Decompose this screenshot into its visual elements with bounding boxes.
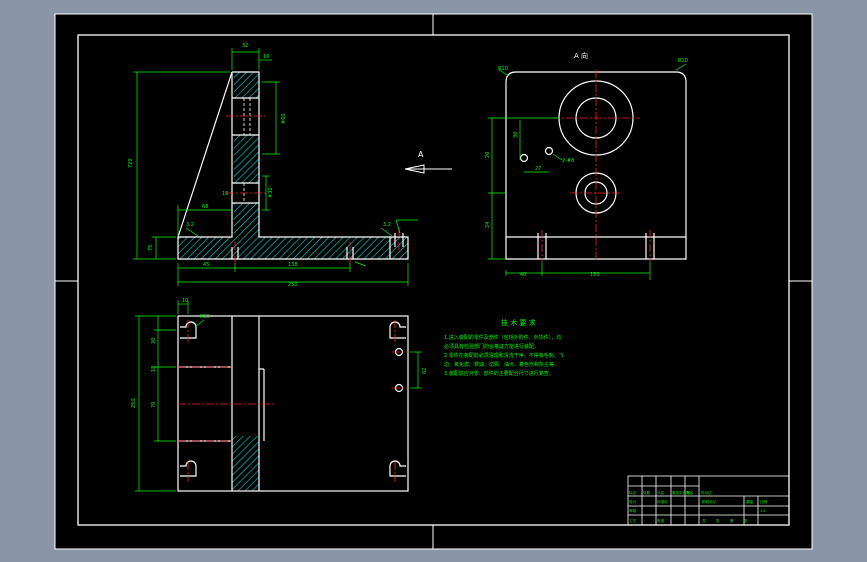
svg-text:720: 720	[128, 158, 134, 168]
svg-text:张: 张	[744, 518, 748, 523]
svg-text:第: 第	[730, 518, 734, 523]
svg-text:10: 10	[263, 54, 269, 60]
svg-text:32: 32	[242, 43, 248, 49]
svg-text:#30: #30	[268, 187, 274, 198]
title-block: 标记 处数 分区 更改文件号 签名 年月日 设计 标准化 阶段标记 重量 比例 …	[627, 475, 790, 526]
svg-text:R10: R10	[678, 58, 688, 64]
svg-text:R10: R10	[200, 314, 210, 320]
svg-text:阶段标记: 阶段标记	[702, 499, 717, 504]
svg-text:A: A	[418, 150, 424, 159]
svg-text:18: 18	[151, 366, 157, 372]
svg-text:年月日: 年月日	[701, 490, 712, 495]
svg-text:批准: 批准	[657, 518, 665, 523]
front-view-dimension-text: 32 10 720 68 75 45 138 250 #60 #30 16 3.…	[128, 43, 391, 288]
svg-text:标记: 标记	[629, 490, 637, 495]
svg-text:审核: 审核	[629, 508, 637, 513]
svg-text:共: 共	[702, 518, 706, 523]
svg-text:A 向: A 向	[574, 51, 588, 60]
svg-text:#60: #60	[281, 113, 287, 124]
svg-text:24: 24	[485, 222, 491, 228]
svg-text:150: 150	[590, 272, 600, 278]
svg-text:工艺: 工艺	[629, 518, 637, 523]
svg-text:70: 70	[151, 402, 157, 408]
svg-text:设计: 设计	[629, 499, 637, 504]
svg-text:边、氧化皮、锈蚀、切屑、油污、着色剂和灰尘等。: 边、氧化皮、锈蚀、切屑、油污、着色剂和灰尘等。	[444, 361, 559, 368]
svg-text:比例: 比例	[760, 499, 768, 504]
svg-text:签名: 签名	[686, 490, 694, 495]
svg-text:更改文件号: 更改文件号	[672, 490, 690, 495]
svg-text:40: 40	[520, 272, 526, 278]
front-view	[177, 71, 409, 264]
svg-text:250: 250	[288, 282, 298, 288]
front-view-dimensions	[133, 48, 418, 286]
svg-text:2.零件在装配前必须清理和清洗干净，不得有毛刺、飞: 2.零件在装配前必须清理和清洗干净，不得有毛刺、飞	[444, 352, 564, 359]
svg-text:10: 10	[182, 298, 188, 304]
svg-text:2-#8: 2-#8	[562, 158, 574, 164]
svg-text:30: 30	[513, 132, 519, 138]
svg-text:技 术 要 求: 技 术 要 求	[501, 318, 536, 327]
side-view-a: A 向	[505, 51, 687, 262]
svg-text:张: 张	[716, 518, 720, 523]
svg-text:1.进入装配的零件及部件（包括外购件、外协件），均: 1.进入装配的零件及部件（包括外购件、外协件），均	[444, 334, 561, 341]
svg-text:45: 45	[203, 262, 209, 268]
svg-text:3.2: 3.2	[186, 222, 194, 228]
svg-text:75: 75	[148, 245, 154, 251]
side-view-dimensions	[488, 63, 687, 280]
svg-text:R10: R10	[498, 66, 508, 72]
svg-text:分区: 分区	[657, 490, 665, 495]
side-view-dimension-text: 20 30 24 27 40 150 2-#8 R10 R10	[485, 58, 688, 278]
svg-text:68: 68	[202, 204, 208, 210]
drawing-sheet	[54, 13, 813, 550]
svg-text:3.2: 3.2	[383, 222, 391, 228]
svg-text:重量: 重量	[746, 499, 754, 504]
svg-text:3.装配前应对零、部件的主要配合尺寸进行复查。: 3.装配前应对零、部件的主要配合尺寸进行复查。	[444, 370, 554, 377]
svg-text:62: 62	[422, 368, 428, 374]
plan-view	[177, 315, 409, 492]
view-arrow-a: A	[404, 150, 452, 174]
svg-text:250: 250	[131, 398, 137, 408]
svg-text:30: 30	[151, 338, 157, 344]
plan-view-dimensions	[135, 300, 422, 492]
svg-text:标准化: 标准化	[657, 499, 668, 504]
svg-text:16: 16	[222, 191, 228, 197]
svg-text:1:1: 1:1	[760, 509, 766, 513]
svg-text:138: 138	[288, 262, 298, 268]
technical-requirements: 技 术 要 求 1.进入装配的零件及部件（包括外购件、外协件），均 必须具有检验…	[444, 318, 564, 377]
svg-text:必须具有检验部门的合格证方能进行装配。: 必须具有检验部门的合格证方能进行装配。	[444, 343, 539, 350]
plan-view-dimension-text: 10 R10 30 18 70 250 62	[131, 298, 428, 408]
centering-marks	[55, 14, 812, 549]
svg-text:处数: 处数	[643, 490, 651, 495]
svg-text:20: 20	[485, 152, 491, 158]
svg-text:27: 27	[535, 166, 541, 172]
